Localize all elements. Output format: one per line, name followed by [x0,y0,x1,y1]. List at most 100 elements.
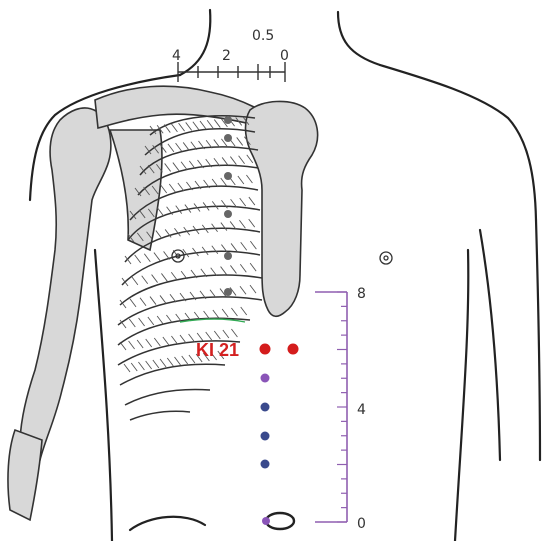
rib-hatch-stroke [138,362,144,370]
rib-hatch-stroke [154,253,160,261]
rib-hatch-stroke [164,251,170,259]
rib-hatch-stroke [137,340,143,348]
right-scale-tick-8: 8 [357,286,366,302]
navel [262,513,294,529]
rib-hatch-stroke [152,275,158,283]
rib-hatch-stroke [246,175,252,183]
rib-hatch-stroke [213,310,219,318]
top-scale-tick-0: 0 [280,48,289,64]
point-blue-3[interactable] [261,460,270,469]
rib-hatch-stroke [146,339,152,347]
rib-hatch-stroke [231,243,237,251]
rib-hatch-stroke [176,143,182,151]
rib-hatch-stroke [171,124,177,132]
rib-hatch-stroke [221,267,227,275]
rib-hatch-stroke [144,254,150,262]
rib-hatch-stroke [249,197,255,205]
point-ki21[interactable] [260,344,271,355]
rib-hatch-stroke [150,297,156,305]
rib-hatch-stroke [241,242,247,250]
rib-hatch-stroke [171,272,177,280]
rib-hatch-stroke [175,357,181,365]
rib-hatch-stroke [153,360,159,368]
rib-hatch-stroke [140,298,146,306]
rib-hatch-stroke [142,276,148,284]
point-purple[interactable] [261,374,270,383]
rib-hatch-stroke [124,364,130,372]
rib-hatch-stroke [180,335,186,343]
rib-hatch-stroke [189,334,195,342]
point-blue-1[interactable] [261,403,270,412]
rib-hatch-stroke [168,144,174,152]
rib-hatch-stroke [183,142,189,150]
rib-hatch-stroke [129,341,135,349]
rib-hatch-stroke [165,163,171,171]
rib-hatch-stroke [230,157,236,165]
rib-hatch-stroke [181,162,187,170]
right-scale-tick-4: 4 [357,402,366,418]
point-ki21-lateral[interactable] [288,344,299,355]
rib-hatch-stroke [157,208,163,216]
rib-hatch-stroke [221,200,227,208]
rib-hatch-stroke [156,231,162,239]
rib-hatch-stroke [249,219,255,227]
rib-hatch-stroke [206,332,212,340]
rib-hatch-stroke [250,241,256,249]
rib-hatch-stroke [129,319,135,327]
rib-hatch-stroke [186,122,192,130]
top-scale-tick-2: 2 [222,48,231,64]
rib-hatch-stroke [231,308,237,316]
right-scale-tick-0: 0 [357,516,366,532]
right-scale-ticks [337,292,347,522]
rib-hatch-stroke [120,342,126,350]
rib-hatch-stroke [179,123,185,131]
rib-hatch-stroke [241,307,247,315]
rib-hatch-stroke [193,122,199,130]
top-scale-tick-4: 4 [172,48,181,64]
rib-hatch-stroke [146,361,152,369]
rib-hatch-stroke [164,125,170,133]
rib-hatch-stroke [214,120,220,128]
rib-hatch-stroke [163,337,169,345]
rib-hatch-stroke [189,355,195,363]
rib-hatch-stroke [200,121,206,129]
rib-hatch-stroke [222,157,228,165]
rib-hatch-stroke [240,198,246,206]
rib-hatch-stroke [160,295,166,303]
rib-hatch-stroke [170,294,176,302]
rib-hatch-stroke [161,273,167,281]
rib-hatch-stroke [223,330,229,338]
rib-hatch-stroke [238,176,244,184]
rib-hatch-stroke [212,201,218,209]
rib-hatch-stroke [214,331,220,339]
rib-hatch-stroke [148,317,154,325]
rib-hatch-stroke [166,315,172,323]
rib-hatch-stroke [171,336,177,344]
point-blue-2[interactable] [261,432,270,441]
rib-hatch-stroke [130,299,136,307]
rib-hatch-stroke [240,286,246,294]
rib-hatch-stroke [167,358,173,366]
rib-hatch-stroke [239,220,245,228]
rib-hatch-stroke [230,265,236,273]
rib-hatch-stroke [237,137,243,145]
rib-hatch-stroke [132,277,138,285]
rib-hatch-stroke [178,183,184,191]
rib-hatch-stroke [231,329,237,337]
rib-hatch-stroke [131,363,137,371]
rib-hatch-stroke [160,359,166,367]
rib-hatch-stroke [222,309,228,317]
rib-hatch-stroke [182,356,188,364]
rib-hatch-stroke [240,264,246,272]
rib-hatch-stroke [207,120,213,128]
rib-hatch-stroke [239,156,245,164]
rib-hatch-stroke [221,223,227,231]
arm-bones [8,108,111,520]
rib-hatch-stroke [135,255,141,263]
rib-hatch-stroke [139,318,145,326]
rib-hatch-stroke [176,206,182,214]
rib-hatch-stroke [157,316,163,324]
rib-hatch-stroke [173,163,179,171]
top-scale-tick-0-5: 0.5 [252,28,274,44]
